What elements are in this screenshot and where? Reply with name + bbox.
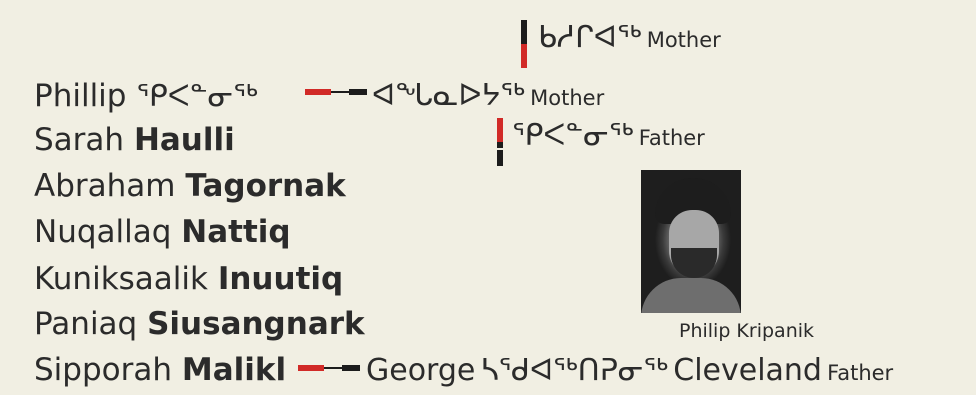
middle-mother-relation: Mother <box>530 86 605 110</box>
george-first-name: George <box>366 353 476 388</box>
top-mother-relation: Mother <box>646 28 721 52</box>
father-right-relation: Father <box>638 126 705 150</box>
person-last-name: Nattiq <box>181 214 291 250</box>
person-first-name: Paniaq <box>34 306 138 342</box>
person-first-name: Sipporah <box>34 352 173 388</box>
george-last-name: Cleveland <box>673 353 822 388</box>
middle-mother-syllabics: ᐊᖓᓇᐅᔭᖅ <box>372 78 526 113</box>
person-first-name: Abraham <box>34 168 176 204</box>
middle-mother-entry: ᐊᖓᓇᐅᔭᖅ Mother <box>372 78 604 114</box>
person-last-name: Malikl <box>181 352 287 388</box>
george-syllabics: ᓴᕐᑯᐊᖅᑎᕈᓂᖅ <box>480 353 669 388</box>
person-first-name: Nuqallaq <box>34 214 172 250</box>
person-first-name: Sarah <box>34 122 125 158</box>
photo-caption: Philip Kripanik <box>679 320 815 342</box>
horizontal-connector-george <box>298 365 360 371</box>
portrait-photo <box>641 170 741 313</box>
father-right-entry: ᕿᐸᓐᓂᖅ Father <box>512 118 705 154</box>
phillip-first-name: Phillip <box>34 78 127 114</box>
person-last-name: Siusangnark <box>147 306 365 342</box>
father-right-syllabics: ᕿᐸᓐᓂᖅ <box>512 118 634 153</box>
top-mother-syllabics: ᑲᓱᒋᐊᖅ <box>538 20 642 55</box>
person-row: Kuniksaalik Inuutiq <box>34 261 343 297</box>
person-first-name: Kuniksaalik <box>34 261 208 297</box>
person-last-name: Tagornak <box>185 168 346 204</box>
person-row: Sipporah Malikl <box>34 352 286 388</box>
person-row: Nuqallaq Nattiq <box>34 214 291 250</box>
person-last-name: Haulli <box>133 122 235 158</box>
vertical-connector-top <box>521 20 527 68</box>
person-row: Abraham Tagornak <box>34 168 346 204</box>
person-last-name: Inuutiq <box>217 261 344 297</box>
top-mother-entry: ᑲᓱᒋᐊᖅ Mother <box>538 20 721 56</box>
horizontal-connector-phillip <box>305 89 367 95</box>
george-relation: Father <box>827 361 894 385</box>
person-row: Paniaq Siusangnark <box>34 306 365 342</box>
vertical-connector-father <box>497 118 503 166</box>
person-row: Sarah Haulli <box>34 122 235 158</box>
phillip-entry: Phillip ᕿᐸᓐᓂᖅ <box>34 78 258 115</box>
george-entry: George ᓴᕐᑯᐊᖅᑎᕈᓂᖅ Cleveland Father <box>366 353 893 389</box>
phillip-syllabics: ᕿᐸᓐᓂᖅ <box>136 79 258 114</box>
